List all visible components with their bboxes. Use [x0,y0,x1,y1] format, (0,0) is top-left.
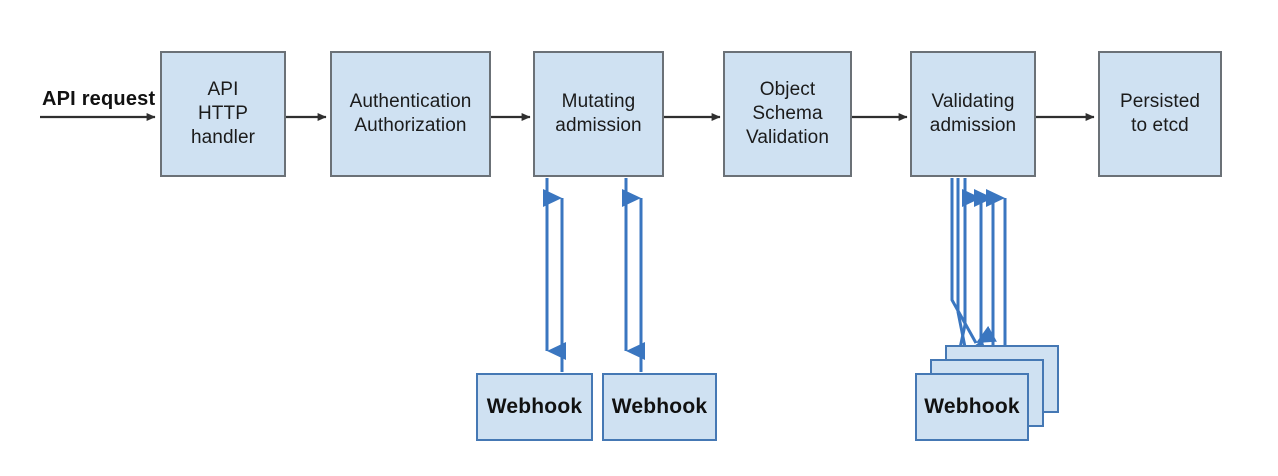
node-authentication-authorization[interactable]: Authentication Authorization [330,51,491,177]
connector-validating-to-webhook-stack-3 [950,178,997,344]
node-object-schema-validation-label: Object Schema Validation [745,78,830,149]
node-mutating-admission-label: Mutating admission [555,90,642,136]
node-validating-admission[interactable]: Validating admission [910,51,1036,177]
webhook-validating-stack-front-label: Webhook [924,395,1020,418]
webhook-mutating-1[interactable]: Webhook [476,373,593,441]
node-object-schema-validation[interactable]: Object Schema Validation [723,51,852,177]
node-authentication-authorization-label: Authentication Authorization [349,90,472,136]
node-validating-admission-label: Validating admission [929,90,1017,136]
node-api-http-handler[interactable]: API HTTP handler [160,51,286,177]
api-request-label: API request [42,88,156,110]
webhook-mutating-1-label: Webhook [486,395,583,418]
node-persisted-to-etcd-label: Persisted to etcd [1119,90,1201,136]
webhook-mutating-2-label: Webhook [611,395,708,418]
node-persisted-to-etcd[interactable]: Persisted to etcd [1098,51,1222,177]
webhook-validating-stack-front[interactable]: Webhook [915,373,1029,441]
node-mutating-admission[interactable]: Mutating admission [533,51,664,177]
webhook-mutating-2[interactable]: Webhook [602,373,717,441]
node-api-http-handler-label: API HTTP handler [190,78,256,149]
